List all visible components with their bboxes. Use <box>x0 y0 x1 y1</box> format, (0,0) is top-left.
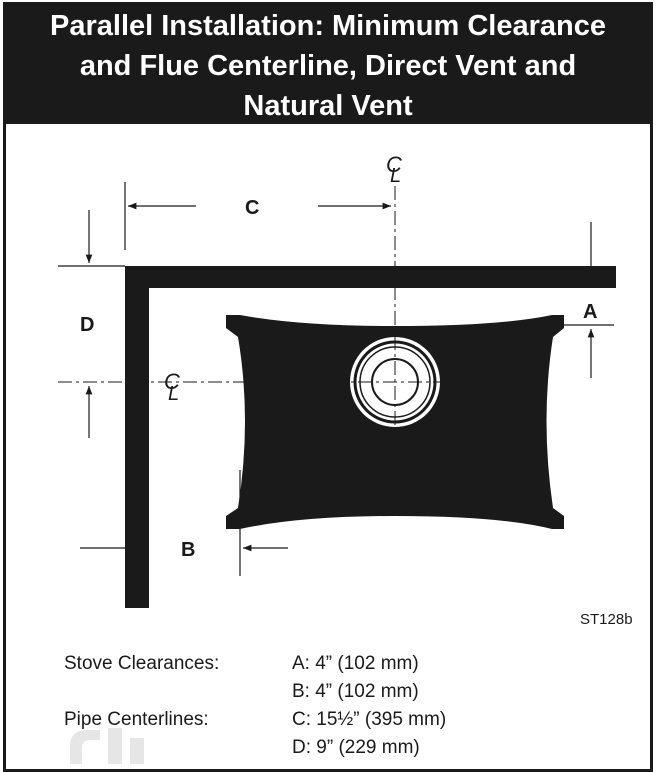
page-title: Parallel Installation: Minimum Clearance… <box>3 2 653 124</box>
centerline-d-value: D: 9” (229 mm) <box>292 737 420 758</box>
title-line-1: Parallel Installation: Minimum Clearance <box>50 10 606 42</box>
dim-b-label: B <box>181 539 195 561</box>
centerline-symbol-side: C <box>164 369 180 394</box>
centerline-symbol-top-sub: L <box>390 165 401 187</box>
wall-vertical <box>125 266 149 608</box>
dim-c-label: C <box>245 197 259 219</box>
dim-d-label: D <box>80 314 94 336</box>
watermark-shape <box>70 728 144 764</box>
title-line-3: Natural Vent <box>243 90 413 122</box>
dim-a-label: A <box>583 301 597 323</box>
centerline-c-value: C: 15½” (395 mm) <box>292 709 447 730</box>
title-line-2: and Flue Centerline, Direct Vent and <box>79 50 577 82</box>
centerline-symbol-side-sub: L <box>168 383 179 405</box>
clearance-b-value: B: 4” (102 mm) <box>292 681 419 702</box>
pipe-centerlines-label: Pipe Centerlines: <box>64 709 209 730</box>
stove-clearances-label: Stove Clearances: <box>64 653 220 674</box>
wall-horizontal <box>125 266 616 288</box>
clearance-a-value: A: 4” (102 mm) <box>292 653 419 674</box>
centerline-symbol-top: C <box>386 152 402 177</box>
figure-id: ST128b <box>580 611 633 628</box>
